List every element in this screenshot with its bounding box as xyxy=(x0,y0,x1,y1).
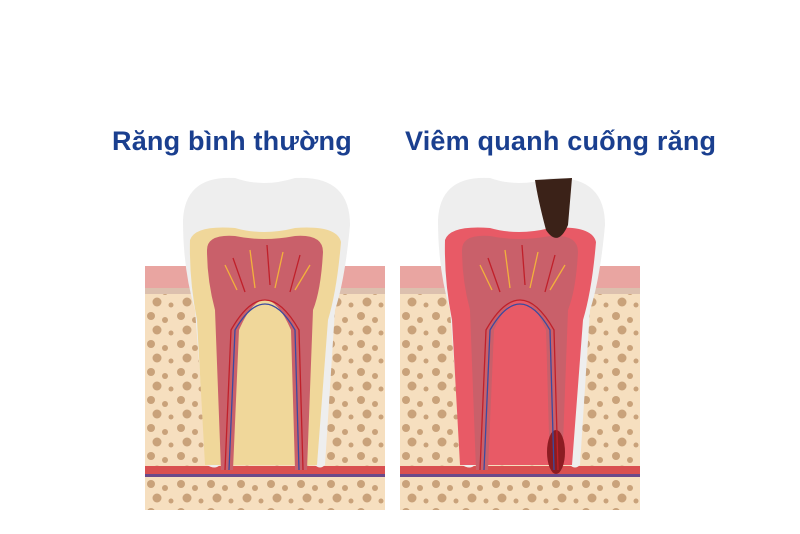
title-periapical-inflammation: Viêm quanh cuống răng xyxy=(405,126,717,156)
title-normal-tooth: Răng bình thường xyxy=(112,126,352,156)
normal-tooth-illustration xyxy=(145,170,385,510)
caries-lesion xyxy=(535,178,572,238)
periapical-abscess xyxy=(547,430,565,474)
inflamed-tooth-illustration xyxy=(400,170,640,510)
